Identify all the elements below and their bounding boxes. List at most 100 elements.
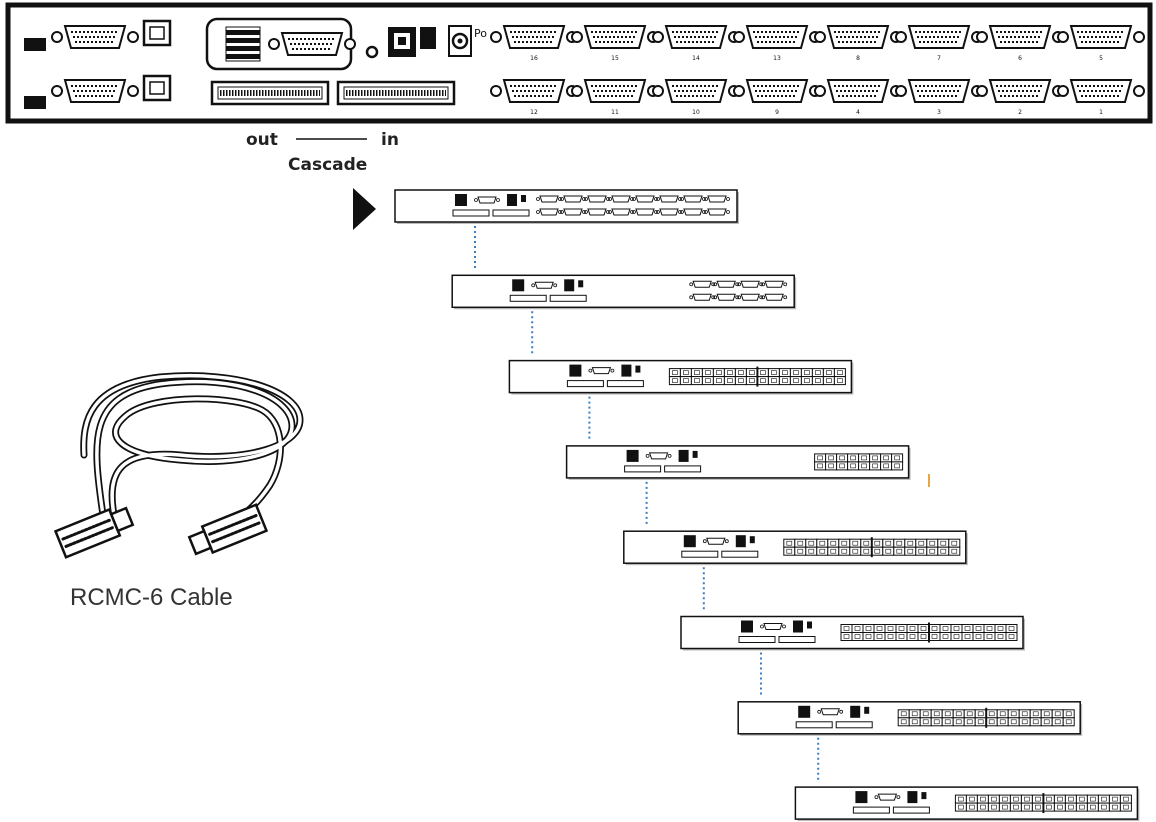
unit-computer-port	[805, 538, 818, 548]
unit-computer-port	[972, 624, 985, 633]
port-number-label: 8	[856, 55, 860, 62]
unit-lan-icon	[678, 449, 689, 462]
unit-computer-port	[814, 453, 827, 463]
unit-computer-port	[908, 709, 921, 719]
unit-computer-port	[983, 624, 996, 633]
unit-computer-port	[939, 632, 952, 641]
unit-cascade-out	[452, 209, 490, 217]
unit-computer-port	[1062, 717, 1075, 727]
unit-computer-port	[862, 624, 875, 633]
unit-computer-port	[822, 368, 835, 378]
unit-computer-port	[840, 624, 853, 633]
unit-computer-port	[972, 632, 985, 641]
unit-computer-port	[908, 717, 921, 727]
unit-computer-port	[1007, 717, 1020, 727]
unit-computer-port	[987, 802, 1000, 812]
unit-computer-port	[814, 461, 827, 471]
unit-computer-port	[794, 546, 807, 556]
unit-lan-icon	[507, 194, 517, 206]
unit-computer-port	[954, 794, 967, 804]
unit-computer-port	[800, 368, 813, 378]
unit-computer-port	[963, 709, 976, 719]
unit-computer-port	[994, 632, 1007, 641]
unit-cascade-in	[492, 209, 530, 217]
unit-computer-port	[983, 632, 996, 641]
unit-computer-port	[974, 709, 987, 719]
unit-computer-port	[858, 461, 871, 471]
unit-computer-port	[849, 546, 862, 556]
unit-computer-port	[884, 632, 897, 641]
unit-computer-port	[873, 632, 886, 641]
unit-computer-port	[827, 538, 840, 548]
unit-computer-port	[712, 376, 725, 386]
unit-computer-port	[1051, 709, 1064, 719]
unit-computer-port	[723, 368, 736, 378]
dc-jack-icon	[24, 96, 46, 109]
unit-power-icon	[864, 706, 870, 714]
unit-computer-port	[1086, 794, 1099, 804]
unit-computer-port	[893, 538, 906, 548]
unit-cascade-in	[778, 636, 816, 643]
cascaded-kvm-unit	[737, 701, 1083, 736]
cascaded-kvm-unit	[680, 615, 1025, 651]
rcmc-6-cable-icon	[53, 372, 304, 559]
unit-computer-port	[816, 546, 829, 556]
unit-computer-port	[1075, 802, 1088, 812]
unit-computer-port	[869, 453, 882, 463]
unit-cascade-in	[721, 550, 759, 558]
unit-computer-port	[756, 368, 769, 378]
port-number-label: 6	[1018, 55, 1022, 62]
unit-computer-port	[805, 546, 818, 556]
unit-computer-port	[1062, 709, 1075, 719]
unit-cascade-out	[566, 380, 604, 388]
unit-computer-port	[745, 376, 758, 386]
unit-lan-icon	[735, 535, 746, 548]
dc-jack-icon	[24, 38, 46, 51]
unit-computer-port	[838, 546, 851, 556]
unit-computer-port	[930, 717, 943, 727]
cascaded-kvm-unit	[508, 359, 854, 395]
unit-computer-port	[1005, 632, 1018, 641]
unit-computer-port	[961, 624, 974, 633]
ps2-connector-icon	[225, 26, 261, 62]
unit-computer-port	[952, 709, 965, 719]
unit-computer-port	[778, 368, 791, 378]
unit-computer-port	[904, 538, 917, 548]
unit-computer-port	[948, 546, 961, 556]
unit-computer-port	[1031, 802, 1044, 812]
unit-console-icon	[512, 279, 525, 292]
port-number-label: 4	[856, 109, 860, 116]
port-number-label: 9	[775, 109, 779, 116]
unit-computer-port	[1009, 802, 1022, 812]
unit-computer-port	[897, 709, 910, 719]
unit-computer-port	[847, 453, 860, 463]
unit-computer-port	[1042, 802, 1055, 812]
unit-computer-port	[906, 624, 919, 633]
port-number-label: 1	[1099, 109, 1103, 116]
unit-computer-port	[734, 376, 747, 386]
power-abbrev-label: Po	[474, 27, 487, 40]
unit-lan-icon	[564, 279, 575, 292]
unit-computer-port	[800, 376, 813, 386]
unit-computer-port	[871, 538, 884, 548]
unit-computer-port	[950, 624, 963, 633]
unit-computer-port	[998, 802, 1011, 812]
unit-computer-port	[668, 368, 681, 378]
unit-computer-port	[917, 624, 930, 633]
unit-computer-port	[1053, 802, 1066, 812]
unit-console-icon	[683, 535, 696, 548]
unit-computer-port	[723, 376, 736, 386]
unit-computer-port	[996, 717, 1009, 727]
unit-computer-port	[1051, 717, 1064, 727]
serial-port-icon	[420, 27, 436, 49]
unit-computer-port	[833, 368, 846, 378]
unit-computer-port	[937, 538, 950, 548]
arrow-right-icon	[353, 188, 376, 230]
cascade-out-connector	[210, 80, 330, 106]
cascade-in-connector	[336, 80, 456, 106]
unit-cascade-in	[664, 465, 702, 473]
unit-computer-port	[825, 461, 838, 471]
unit-chassis	[451, 274, 795, 309]
